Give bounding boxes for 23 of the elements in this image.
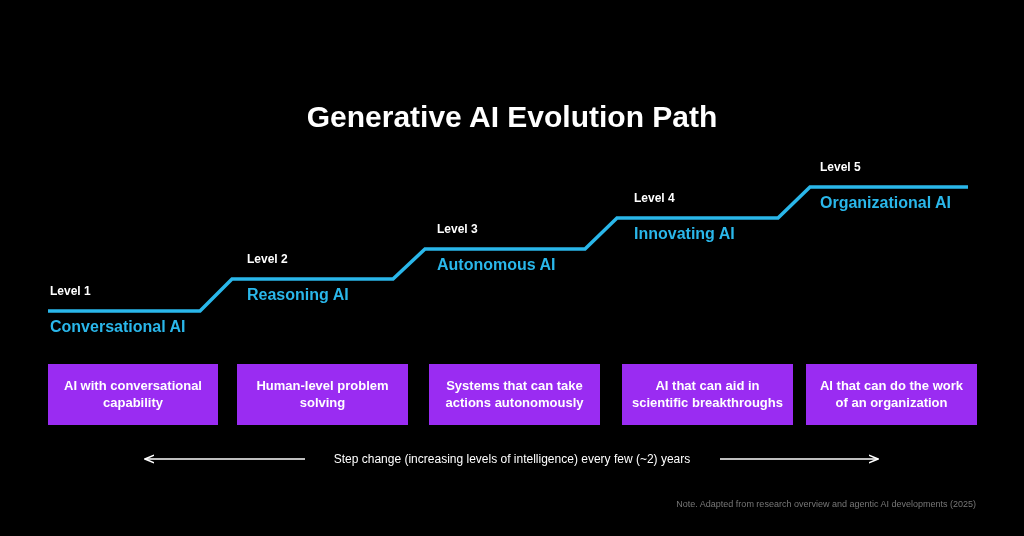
level-label: Level 4: [634, 191, 675, 205]
level-description-card: [622, 364, 793, 425]
card-text: Human-level problem solving: [255, 377, 390, 412]
level-label: Level 2: [247, 252, 288, 266]
level-description-card: [237, 364, 408, 425]
card-text: AI with conversational capability: [63, 377, 203, 412]
level-name: Autonomous AI: [437, 256, 556, 274]
level-label: Level 5: [820, 160, 861, 174]
axis-caption: Step change (increasing levels of intelligence) every few (~2) years: [332, 452, 692, 466]
card-text: AI that can do the work of an organization: [819, 377, 964, 412]
level-description-card: [48, 364, 218, 425]
level-label: Level 1: [50, 284, 91, 298]
title: Generative AI Evolution Path: [305, 100, 719, 134]
level-name: Organizational AI: [820, 194, 951, 212]
level-name: Conversational AI: [50, 318, 186, 336]
card-text: Systems that can take actions autonomously: [444, 377, 585, 412]
level-name: Innovating AI: [634, 225, 735, 243]
level-label: Level 3: [437, 222, 478, 236]
card-text: AI that can aid in scientific breakthroughs: [632, 377, 783, 412]
level-name: Reasoning AI: [247, 286, 349, 304]
level-description-card: [429, 364, 600, 425]
source-note: Note. Adapted from research overview and agentic AI developments (2025): [676, 499, 976, 509]
level-description-card: [806, 364, 977, 425]
